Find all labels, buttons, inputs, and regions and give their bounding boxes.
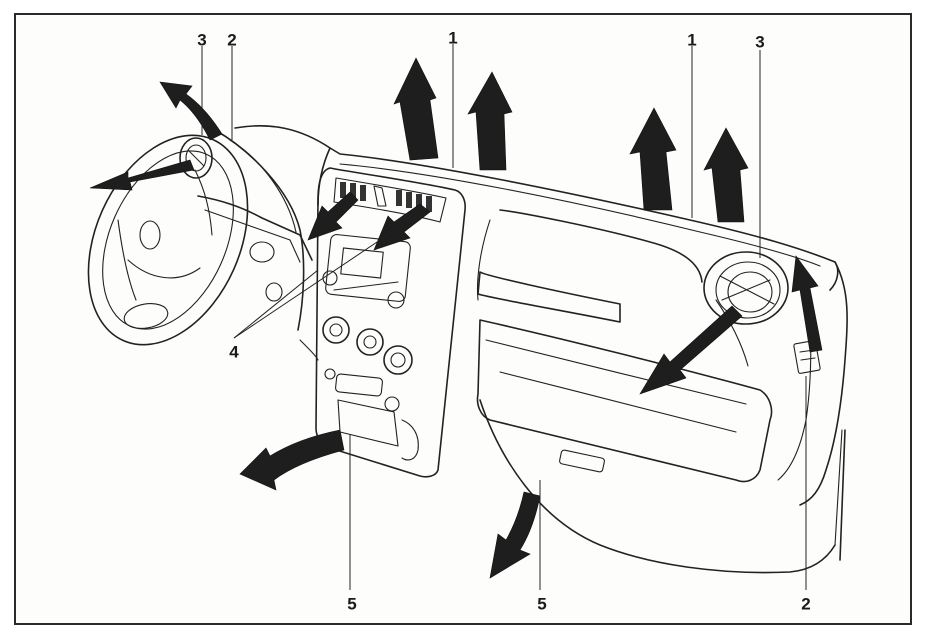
right-foot-arrow bbox=[489, 491, 541, 579]
leader-lines bbox=[201, 44, 807, 590]
right-side-vent bbox=[703, 251, 789, 325]
center-vent-grille bbox=[340, 182, 432, 212]
callout-5-left: 5 bbox=[347, 594, 357, 614]
callout-3-right: 3 bbox=[755, 32, 765, 52]
glove-box bbox=[476, 209, 773, 483]
defroster-arrow-4 bbox=[703, 127, 749, 223]
dashboard-body bbox=[197, 125, 848, 574]
callout-3-left: 3 bbox=[197, 30, 207, 50]
right-vent-arrow bbox=[639, 305, 743, 395]
left-foot-arrow bbox=[239, 429, 345, 491]
defroster-arrow-2 bbox=[467, 71, 513, 171]
callout-4: 4 bbox=[229, 342, 239, 362]
airflow-arrows bbox=[89, 57, 823, 579]
callout-1-left: 1 bbox=[448, 28, 458, 48]
left-window-arrow bbox=[89, 159, 195, 191]
center-vent-arrow-left bbox=[307, 191, 359, 241]
instrument-cluster-hood bbox=[214, 129, 319, 361]
callout-5-right: 5 bbox=[537, 594, 547, 614]
center-console bbox=[315, 167, 466, 478]
callout-1-right: 1 bbox=[687, 30, 697, 50]
defroster-arrow-1 bbox=[393, 57, 439, 161]
right-window-arrow bbox=[791, 255, 823, 353]
callout-2-left: 2 bbox=[227, 30, 237, 50]
figure-frame bbox=[14, 13, 912, 625]
left-vent-arrow-up bbox=[159, 81, 223, 141]
callout-2-right: 2 bbox=[801, 594, 811, 614]
left-side-vent bbox=[179, 137, 213, 179]
defroster-arrow-3 bbox=[629, 107, 677, 211]
steering-wheel bbox=[87, 134, 249, 346]
center-vent-arrow-right bbox=[373, 203, 431, 251]
